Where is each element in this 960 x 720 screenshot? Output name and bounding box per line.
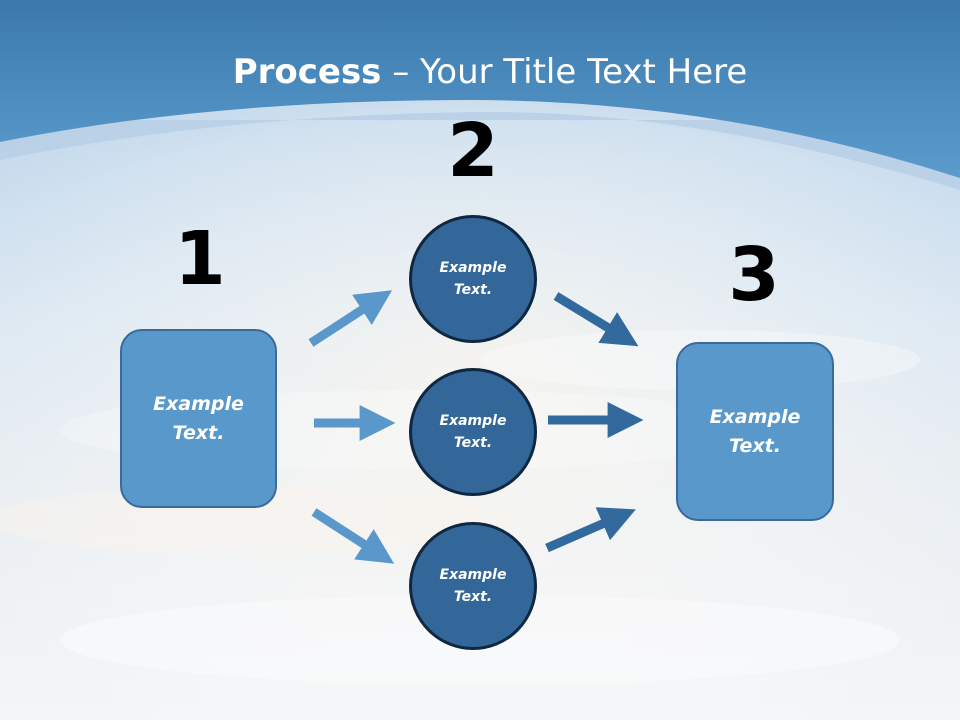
step-1-label-line2: Text. <box>172 421 225 444</box>
circle-bottom-label-line2: Text. <box>453 589 493 605</box>
arrow-1-to-top <box>308 290 393 347</box>
title-bold: Process <box>232 52 382 92</box>
circle-top-label-line2: Text. <box>453 282 493 298</box>
step-3-label-line2: Text. <box>729 434 781 457</box>
arrow-bottom-to-3 <box>545 507 636 553</box>
circle-top-label-line1: Example <box>439 259 507 276</box>
slide-title: Process – Your Title Text Here <box>0 52 960 92</box>
circle-middle-label-line1: Example <box>439 412 507 429</box>
circle-middle-label-line2: Text. <box>453 435 493 451</box>
arrow-1-to-bottom <box>311 508 395 564</box>
arrow-top-to-3 <box>553 292 639 347</box>
title-rest: – Your Title Text Here <box>381 52 748 92</box>
step-3-label-line1: Example <box>709 406 801 428</box>
step-number-3: 3 <box>728 232 780 318</box>
step-number-2: 2 <box>447 108 499 194</box>
circle-bottom-label-line1: Example <box>439 566 507 583</box>
step-1-label-line1: Example <box>153 393 244 415</box>
step-number-1: 1 <box>174 216 226 302</box>
